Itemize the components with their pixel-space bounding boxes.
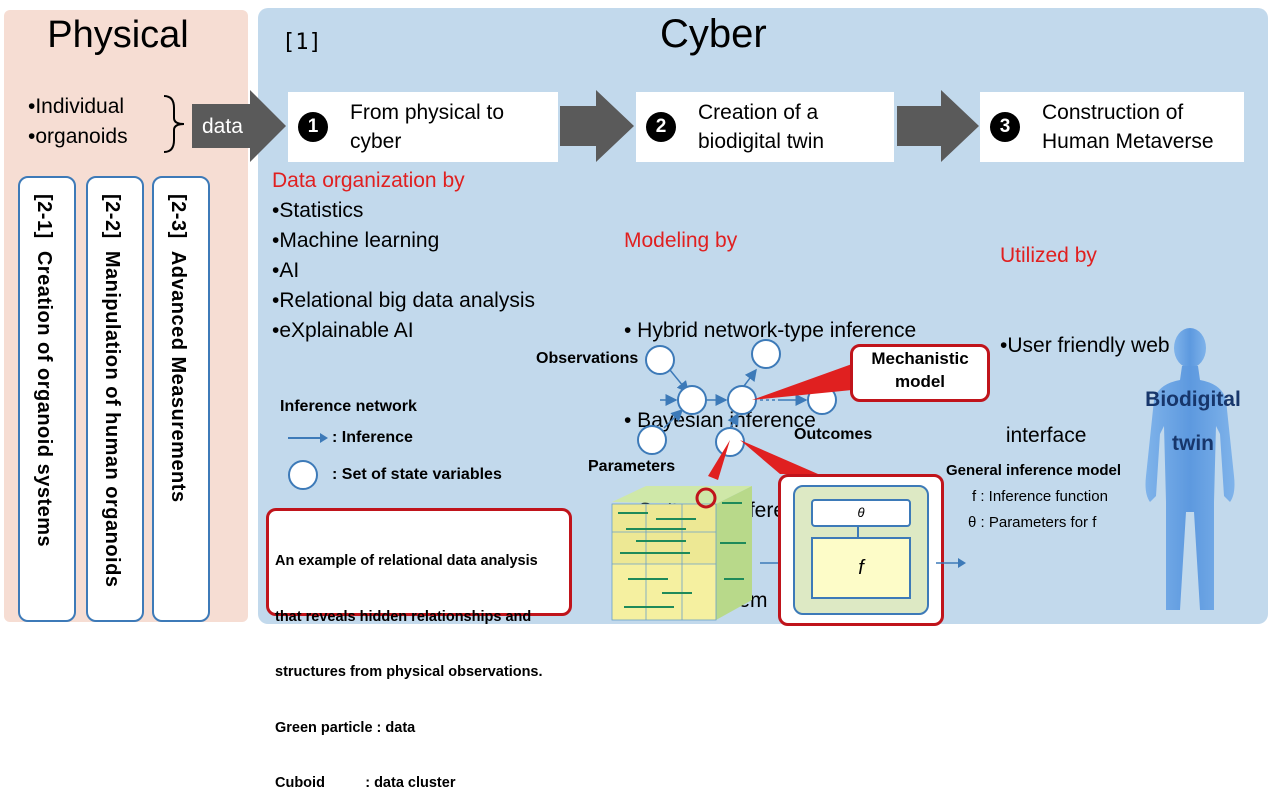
box-label: Manipulation of human organoids: [101, 250, 123, 588]
callout-line: An example of relational data analysis: [275, 553, 538, 569]
step1-list: Data organization by •Statistics •Machin…: [272, 166, 535, 346]
box-label: Creation of organoid systems: [33, 250, 55, 548]
mechanistic-pointer: [752, 364, 852, 400]
theta-box: θ: [811, 499, 911, 527]
data-arrow-label: data: [202, 115, 243, 138]
relational-callout: An example of relational data analysis t…: [266, 508, 572, 791]
cyber-ref: [1]: [282, 30, 322, 55]
box-num: [2-1]: [33, 194, 55, 239]
output-arrow: [936, 558, 966, 568]
box-2-2: [2-2] Manipulation of human organoids: [86, 176, 144, 622]
inference-model-description: General inference model f : Inference fu…: [946, 458, 1121, 536]
legend-arrow-label: : Inference: [332, 429, 413, 446]
callout-line: that reveals hidden relationships and: [275, 608, 532, 625]
callout-line: Mechanistic: [871, 349, 969, 368]
zoom-pointers: [708, 440, 818, 480]
human-silhouette-icon: [1145, 328, 1235, 610]
box-num: [2-2]: [101, 194, 123, 239]
box-2-3: [2-3] Advanced Measurements: [152, 176, 210, 622]
list-item: interface: [1000, 424, 1087, 447]
callout-line: structures from physical observations.: [275, 664, 543, 680]
twin-line: Biodigital: [1145, 388, 1241, 411]
observations-label: Observations: [536, 350, 639, 367]
step-number: 1: [298, 112, 328, 142]
mechanistic-model-callout: Mechanistic model: [850, 344, 990, 402]
list-item: •eXplainable AI: [272, 319, 414, 342]
biodigital-twin-label: Biodigital twin: [1118, 378, 1268, 466]
data-cube-image: [611, 486, 752, 621]
inference-network: [637, 339, 837, 457]
legend-circle-label: : Set of state variables: [332, 466, 502, 483]
step-line: Construction of: [1042, 101, 1184, 124]
step-number: 3: [990, 112, 1020, 142]
step-line: biodigital twin: [698, 130, 825, 153]
list-heading: Utilized by: [1000, 244, 1097, 267]
physical-bullets: •Individual •organoids: [28, 92, 128, 152]
list-heading: Modeling by: [624, 229, 738, 252]
list-item: •User friendly web: [1000, 334, 1170, 357]
inference-model-callout: θ f: [778, 474, 944, 626]
list-item: •Statistics: [272, 199, 364, 222]
step-line: Human Metaverse: [1042, 130, 1214, 153]
parameters-line: θ : Parameters for f: [968, 514, 1097, 531]
step-line: cyber: [350, 130, 402, 153]
cyber-title: Cyber: [660, 12, 767, 56]
twin-line: twin: [1172, 432, 1214, 455]
list-item: •Machine learning: [272, 229, 440, 252]
step-3-box: 3 Construction of Human Metaverse: [980, 92, 1244, 162]
state-variable-circle-icon: [288, 460, 318, 490]
list-item: •Relational big data analysis: [272, 289, 536, 312]
box-label: Advanced Measurements: [167, 250, 189, 503]
inference-model-title: General inference model: [946, 462, 1122, 479]
callout-line: model: [894, 372, 946, 391]
step-2-box: 2 Creation of a biodigital twin: [636, 92, 894, 162]
step-number: 2: [646, 112, 676, 142]
callout-line: Green particle : data: [275, 719, 416, 736]
parameters-label: Parameters: [588, 458, 676, 475]
list-item: • Hybrid network-type inference: [624, 319, 917, 342]
step-text: Construction of Human Metaverse: [1042, 98, 1214, 156]
box-2-1: [2-1] Creation of organoid systems: [18, 176, 76, 622]
step-text: From physical to cyber: [350, 98, 504, 156]
outcomes-label: Outcomes: [794, 426, 873, 443]
physical-bullet: •organoids: [28, 125, 128, 148]
box-num: [2-3]: [167, 194, 189, 239]
step-arrow-2: [897, 90, 979, 162]
callout-line: Cuboid : data cluster: [275, 775, 456, 791]
list-item: •AI: [272, 259, 300, 282]
legend-title: Inference network: [280, 398, 417, 415]
step-text: Creation of a biodigital twin: [698, 98, 824, 156]
list-heading: Data organization by: [272, 169, 465, 192]
brace-icon: [163, 95, 185, 153]
connector-line: [857, 525, 859, 537]
step-line: Creation of a: [698, 101, 819, 124]
inference-arrow-icon: [288, 433, 328, 443]
step-arrow-1: [560, 90, 634, 162]
inference-model-box: θ f: [793, 485, 929, 615]
f-box: f: [811, 537, 911, 599]
inference-function-line: f : Inference function: [972, 488, 1108, 505]
step3-list: Utilized by •User friendly web interface: [1000, 181, 1170, 481]
step-line: From physical to: [350, 101, 505, 124]
physical-bullet: •Individual: [28, 95, 125, 118]
physical-title: Physical: [47, 14, 189, 56]
step-1-box: 1 From physical to cyber: [288, 92, 558, 162]
data-arrow: [192, 90, 286, 162]
